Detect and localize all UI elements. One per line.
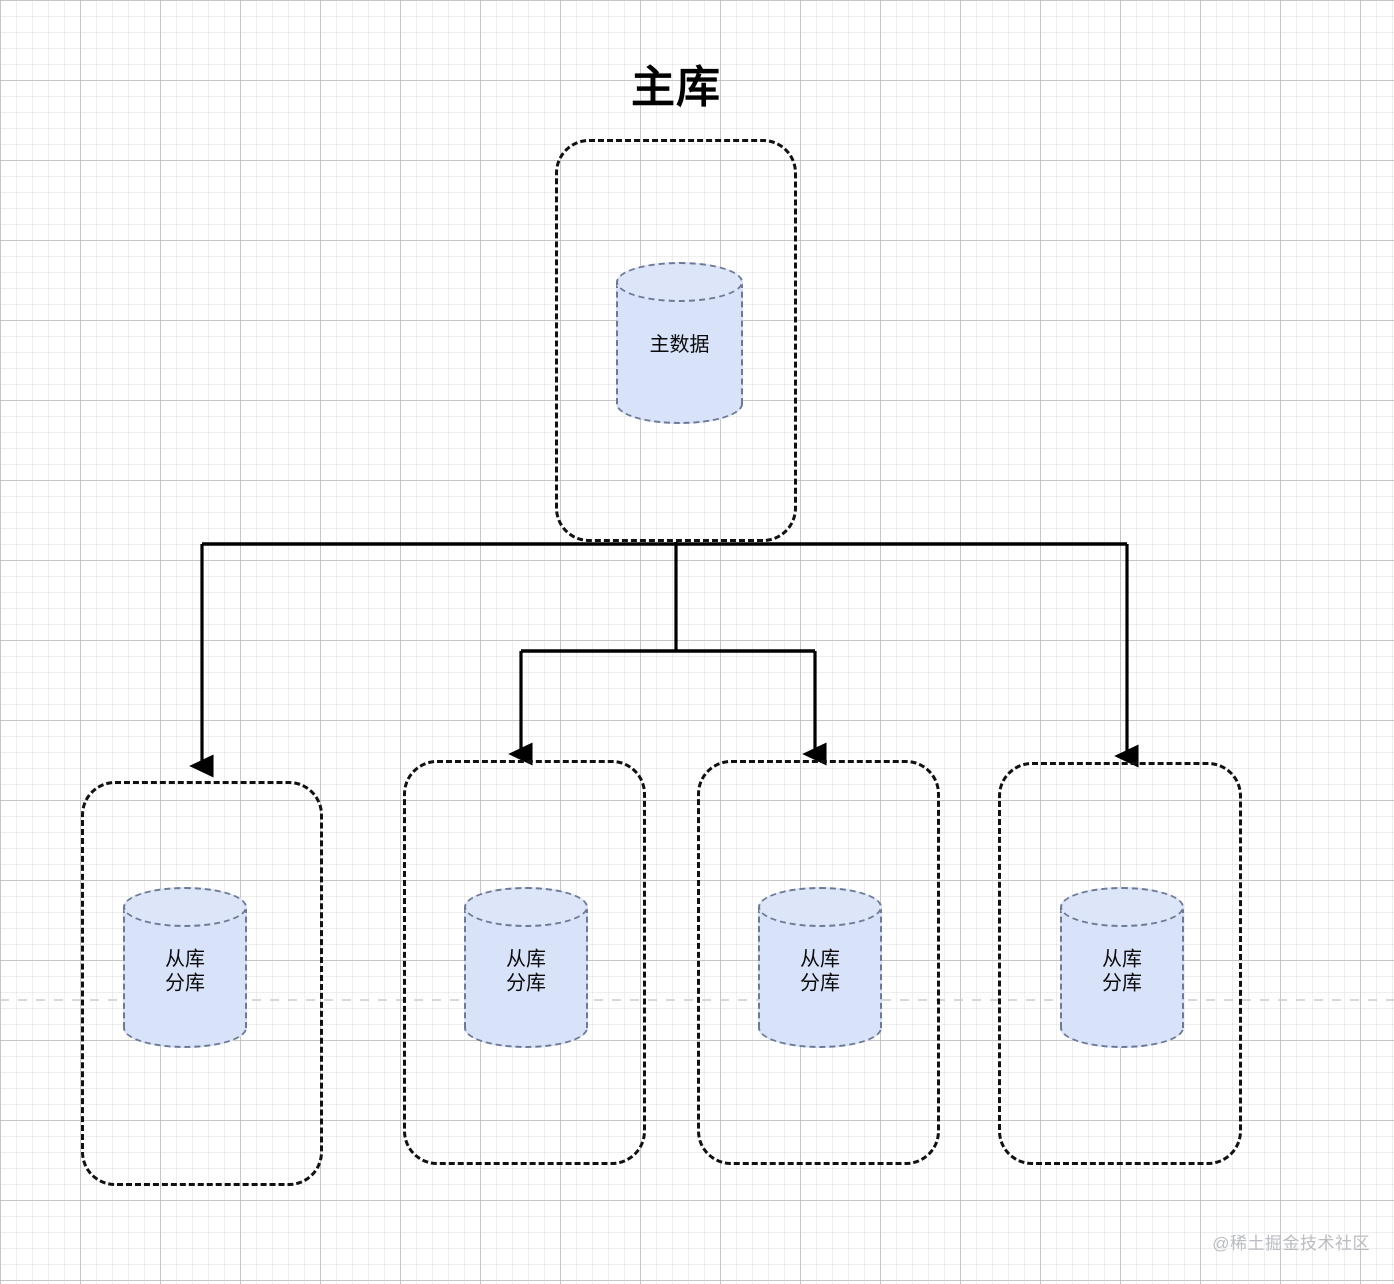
cylinder-top-icon: [123, 887, 247, 927]
database-cylinder-replica-4[interactable]: 从库 分库: [1060, 887, 1184, 1048]
page-title: 主库: [631, 63, 721, 112]
cylinder-body-icon: [616, 282, 743, 404]
watermark: @稀土掘金技术社区: [1212, 1234, 1370, 1253]
replica-database-label-4: 从库 分库: [1102, 948, 1142, 995]
database-cylinder-replica-1[interactable]: 从库 分库: [123, 887, 247, 1048]
replica-database-label-2: 从库 分库: [506, 948, 546, 995]
database-cylinder-replica-3[interactable]: 从库 分库: [758, 887, 882, 1048]
replica-node-box-2[interactable]: 从库 分库: [403, 760, 646, 1165]
database-cylinder-replica-2[interactable]: 从库 分库: [464, 887, 588, 1048]
cylinder-top-icon: [1060, 887, 1184, 927]
cylinder-top-icon: [758, 887, 882, 927]
cylinder-body-icon: [1060, 907, 1184, 1028]
cylinder-body-icon: [464, 907, 588, 1028]
replica-node-box-1[interactable]: 从库 分库: [81, 781, 323, 1186]
cylinder-top-icon: [616, 262, 743, 302]
replica-node-box-4[interactable]: 从库 分库: [998, 762, 1242, 1165]
master-node-box[interactable]: 主数据: [555, 139, 797, 542]
cylinder-body-icon: [123, 907, 247, 1028]
replica-database-label-1: 从库 分库: [165, 948, 205, 995]
database-cylinder-master[interactable]: 主数据: [616, 262, 743, 424]
replica-node-box-3[interactable]: 从库 分库: [697, 760, 940, 1165]
master-database-label: 主数据: [649, 333, 710, 356]
replica-database-label-3: 从库 分库: [800, 948, 840, 995]
cylinder-top-icon: [464, 887, 588, 927]
cylinder-body-icon: [758, 907, 882, 1028]
